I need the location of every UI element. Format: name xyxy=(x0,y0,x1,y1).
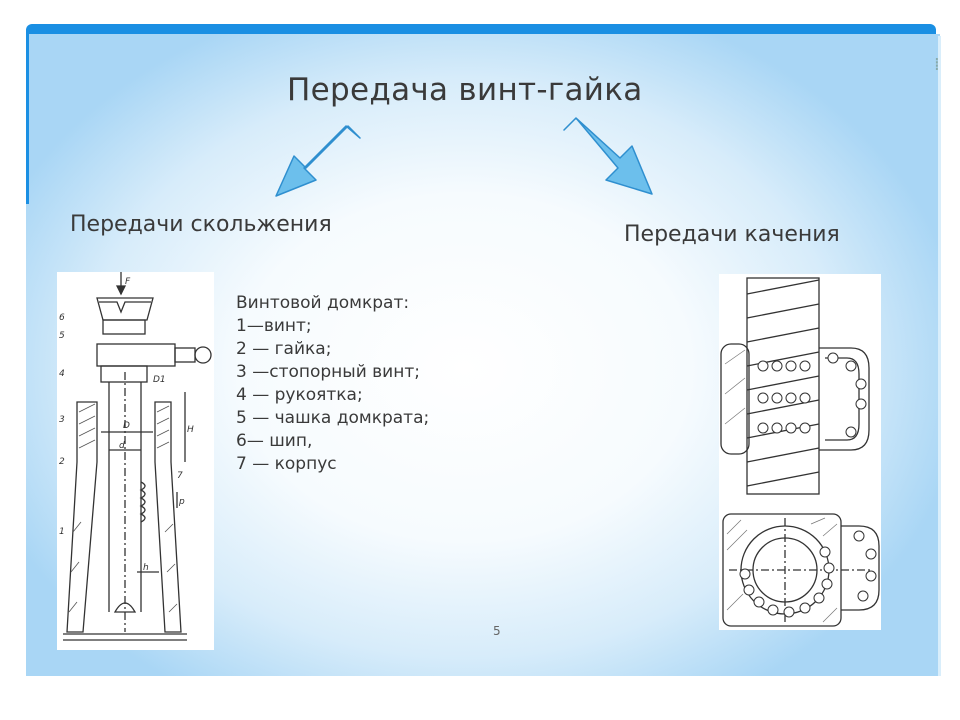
caption-item: 2 — гайка; xyxy=(236,339,332,359)
corner-glyph: ⁞ xyxy=(934,54,940,75)
screw-jack-caption: Винтовой домкрат: 1—винт; 2 — гайка; 3 —… xyxy=(236,292,429,476)
force-label: F xyxy=(125,277,131,287)
dim-label-H: H xyxy=(187,425,194,435)
screw-jack-drawing: F 6 5 4 3 2 1 7 D d D1 H p h xyxy=(57,272,214,650)
part-label-5: 5 xyxy=(59,331,65,341)
part-label-4: 4 xyxy=(59,369,65,379)
dim-label-d: d xyxy=(119,441,125,451)
rolling-gear-heading: Передачи качения xyxy=(624,222,840,247)
slide-title: Передача винт-гайка xyxy=(287,72,643,108)
dim-label-p: p xyxy=(178,497,185,507)
sliding-gear-heading: Передачи скольжения xyxy=(70,212,332,237)
dim-label-h: h xyxy=(143,563,149,573)
part-label-2: 2 xyxy=(59,457,65,467)
caption-item: 4 — рукоятка; xyxy=(236,385,363,405)
caption-heading: Винтовой домкрат: xyxy=(236,293,410,313)
part-label-3: 3 xyxy=(59,415,65,425)
arrow-down-left-icon xyxy=(275,125,361,197)
part-label-1: 1 xyxy=(59,527,65,537)
page-number: 5 xyxy=(493,624,501,638)
arrow-down-right-icon xyxy=(563,117,653,195)
slide-left-edge xyxy=(26,34,29,204)
caption-item: 1—винт; xyxy=(236,316,312,336)
caption-item: 6— шип, xyxy=(236,431,313,451)
caption-item: 3 —стопорный винт; xyxy=(236,362,420,382)
caption-item: 7 — корпус xyxy=(236,454,337,474)
slide-right-edge xyxy=(938,36,941,676)
dim-label-D: D xyxy=(123,421,130,431)
part-label-6: 6 xyxy=(59,313,65,323)
caption-item: 5 — чашка домкрата; xyxy=(236,408,430,428)
ball-screw-drawing xyxy=(719,274,881,630)
part-label-7: 7 xyxy=(177,471,183,481)
dim-label-D1: D1 xyxy=(153,375,166,385)
slide-top-bar xyxy=(26,24,936,36)
